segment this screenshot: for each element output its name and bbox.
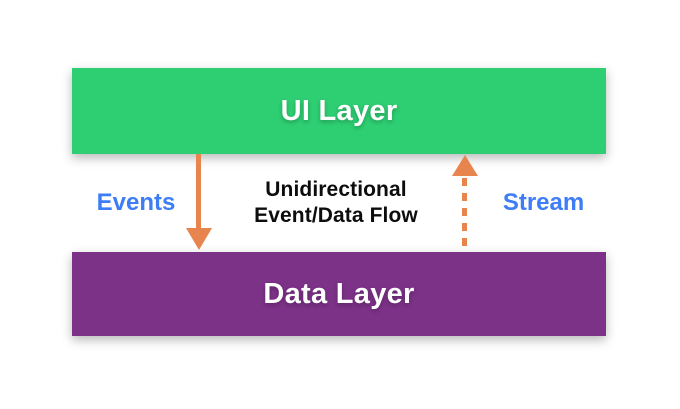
center-caption: Unidirectional Event/Data Flow	[254, 178, 418, 227]
stream-edge-label: Stream	[502, 189, 585, 216]
ui-layer-label: UI Layer	[280, 94, 398, 127]
stream-arrow-dashed-line	[462, 178, 467, 252]
data-layer-box: Data Layer	[72, 252, 606, 336]
events-arrow-down-icon	[186, 228, 212, 250]
events-edge-label: Events	[96, 189, 176, 216]
stream-arrow-up-icon	[452, 155, 478, 176]
events-arrow-line	[196, 154, 201, 230]
ui-layer-box: UI Layer	[72, 68, 606, 154]
data-layer-label: Data Layer	[263, 277, 415, 310]
